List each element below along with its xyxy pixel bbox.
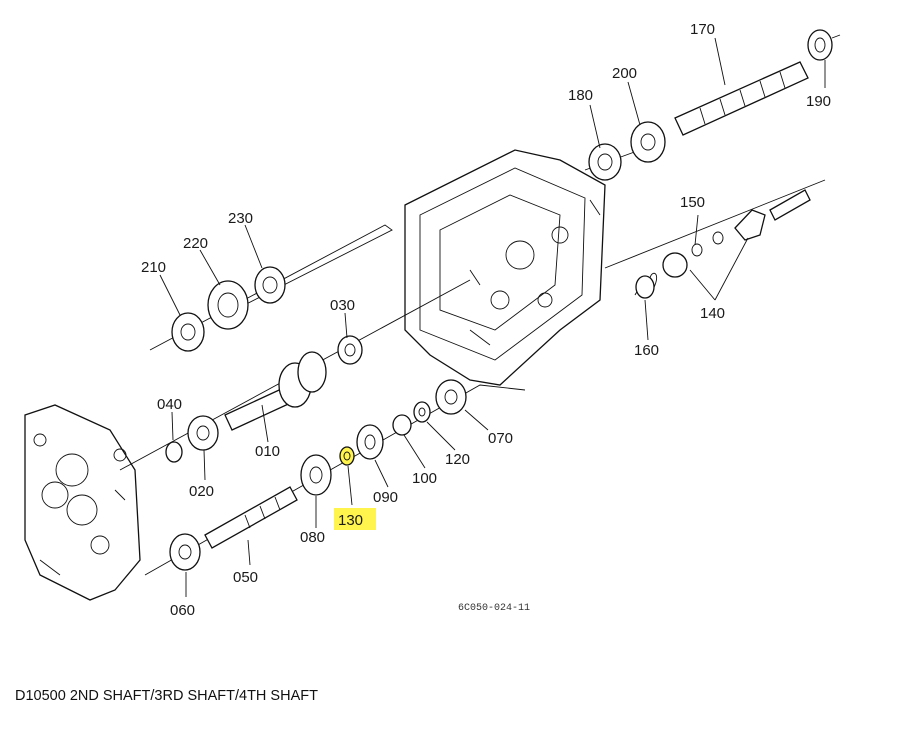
needle-bearing-100 (392, 414, 412, 436)
bearing-070 (435, 379, 467, 415)
collar-130 (339, 446, 355, 466)
collar-040 (165, 441, 183, 463)
collar-120 (413, 401, 431, 423)
bearing-180 (588, 143, 622, 181)
bearing-030 (337, 335, 363, 365)
label-140[interactable]: 140 (700, 305, 725, 322)
label-210[interactable]: 210 (141, 259, 166, 276)
label-130[interactable]: 130 (338, 512, 363, 529)
label-030[interactable]: 030 (330, 297, 355, 314)
spring-160 (634, 272, 658, 299)
label-090[interactable]: 090 (373, 489, 398, 506)
label-150[interactable]: 150 (680, 194, 705, 211)
drawing-code: 6C050-024-11 (458, 603, 530, 614)
gear-080 (300, 454, 332, 496)
label-220[interactable]: 220 (183, 235, 208, 252)
bearing-020 (187, 415, 219, 451)
label-160[interactable]: 160 (634, 342, 659, 359)
label-190[interactable]: 190 (806, 93, 831, 110)
label-040[interactable]: 040 (157, 396, 182, 413)
label-070[interactable]: 070 (488, 430, 513, 447)
label-120[interactable]: 120 (445, 451, 470, 468)
diagram-caption: D10500 2ND SHAFT/3RD SHAFT/4TH SHAFT (15, 688, 318, 704)
transmission-case (404, 149, 606, 386)
highlight-130 (334, 508, 376, 530)
label-100[interactable]: 100 (412, 470, 437, 487)
label-230[interactable]: 230 (228, 210, 253, 227)
gear-230 (254, 266, 286, 304)
gear-200 (630, 121, 666, 163)
label-050[interactable]: 050 (233, 569, 258, 586)
label-200[interactable]: 200 (612, 65, 637, 82)
gear-090 (356, 424, 384, 460)
shaft-050 (204, 486, 298, 549)
parts-diagram: 170 190 200 180 150 140 160 230 220 210 … (24, 21, 841, 619)
label-020[interactable]: 020 (189, 483, 214, 500)
label-080[interactable]: 080 (300, 529, 325, 546)
shaft-010 (224, 351, 327, 431)
label-180[interactable]: 180 (568, 87, 593, 104)
bearing-060 (169, 533, 201, 571)
shift-parts-140 (662, 189, 811, 278)
gear-220 (207, 280, 249, 330)
shaft-170 (674, 29, 841, 136)
end-cover (24, 404, 141, 601)
callout-leaders (159, 37, 826, 597)
label-010[interactable]: 010 (255, 443, 280, 460)
bearing-210 (171, 312, 205, 352)
label-170[interactable]: 170 (690, 21, 715, 38)
label-060[interactable]: 060 (170, 602, 195, 619)
